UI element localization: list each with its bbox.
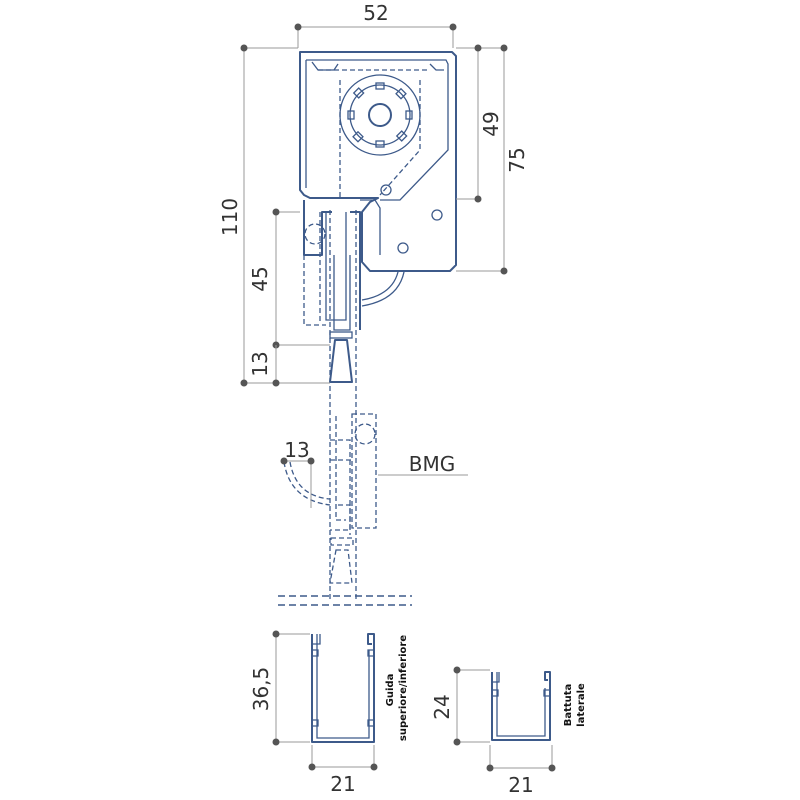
dim-bmg-offset: 13 xyxy=(284,438,309,462)
side-caption-line1: Battuta xyxy=(563,684,574,727)
dim-box-height-inner: 49 xyxy=(479,111,503,136)
side-profile xyxy=(491,671,551,741)
dim-bottom-offset: 13 xyxy=(248,351,272,376)
guide-caption-line1: Guida xyxy=(385,674,396,707)
profile-captions: Guida superiore/inferiore Battuta latera… xyxy=(385,635,587,741)
bmg-label: BMG xyxy=(409,452,455,476)
dimension-labels: 52 110 49 75 45 13 13 BMG 36,5 21 24 21 xyxy=(218,1,534,797)
guide-profile xyxy=(311,633,375,743)
dim-box-height-outer: 75 xyxy=(505,147,529,172)
dimension-lines xyxy=(240,23,556,772)
break-line xyxy=(278,595,412,606)
gear-teeth xyxy=(347,82,413,148)
dim-side-profile-height: 24 xyxy=(430,694,454,719)
dim-box-height-total: 110 xyxy=(218,198,242,236)
guide-caption-line2: superiore/inferiore xyxy=(398,635,409,741)
dim-guide-profile-width: 21 xyxy=(330,772,355,796)
side-caption-line2: laterale xyxy=(576,683,587,727)
bmg-assembly xyxy=(283,413,377,584)
dim-guide-profile-height: 36,5 xyxy=(249,667,273,712)
dim-side-profile-width: 21 xyxy=(508,773,533,797)
roller-box-assembly xyxy=(299,51,457,600)
dim-box-width: 52 xyxy=(363,1,388,25)
dim-guide-height: 45 xyxy=(248,266,272,291)
